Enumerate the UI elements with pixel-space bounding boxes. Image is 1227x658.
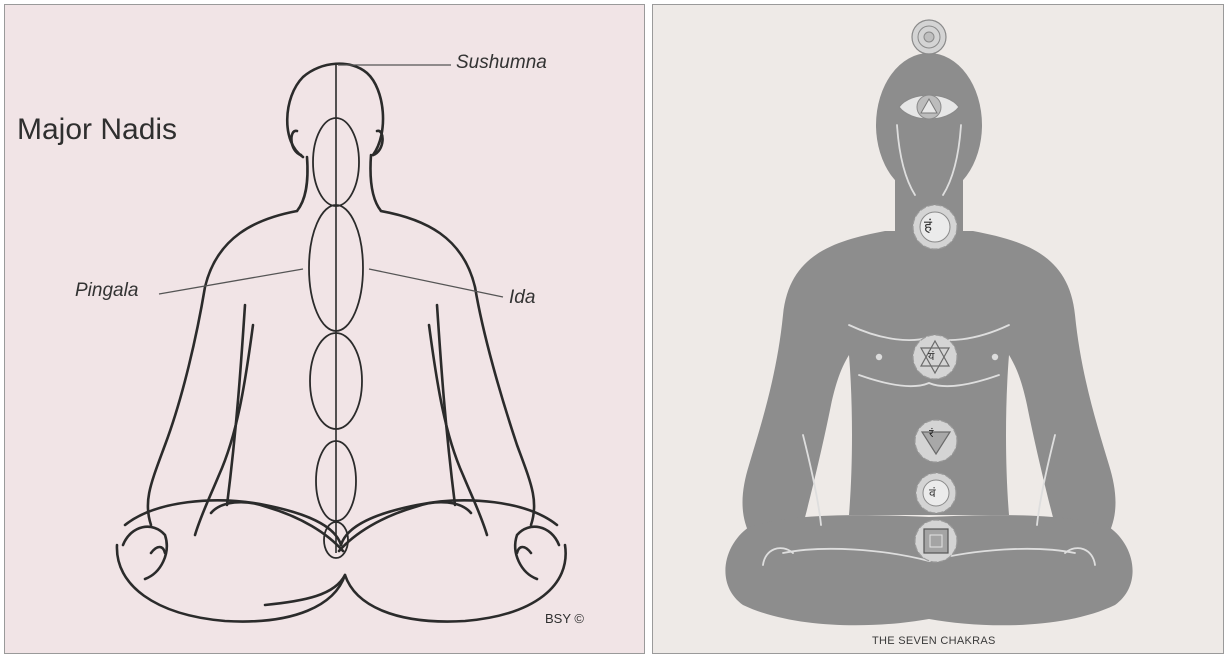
anahata-glyph: यं xyxy=(928,349,934,364)
svadhisthana-glyph: वं xyxy=(929,484,936,501)
copyright-credit: BSY © xyxy=(545,611,584,626)
manipura-chakra xyxy=(915,420,957,462)
manipura-glyph: रं xyxy=(929,426,934,441)
ida-label: Ida xyxy=(509,287,535,309)
major-nadis-panel: Major Nadis Sushumna Pingala Ida BSY © xyxy=(4,4,645,654)
chakras-figure-drawing xyxy=(653,5,1224,654)
vishuddha-glyph: हं xyxy=(924,216,932,236)
right-nipple xyxy=(992,354,998,360)
crown-chakra xyxy=(912,20,946,54)
pingala-label: Pingala xyxy=(75,280,138,302)
ida-leader xyxy=(369,269,503,297)
anahata-chakra xyxy=(913,335,957,379)
vishuddha-chakra xyxy=(913,205,957,249)
svadhisthana-chakra xyxy=(916,473,956,513)
pingala-leader xyxy=(159,269,303,294)
chakras-caption: THE SEVEN CHAKRAS xyxy=(872,635,996,647)
seated-figure-outline xyxy=(117,64,566,622)
muladhara-chakra xyxy=(915,520,957,562)
nadis-figure-drawing xyxy=(5,5,645,654)
seven-chakras-panel: हं यं रं वं THE SEVEN CHAKRAS xyxy=(652,4,1224,654)
sushumna-label: Sushumna xyxy=(456,52,547,74)
page-title: Major Nadis xyxy=(17,113,177,147)
left-nipple xyxy=(876,354,882,360)
label-leader-lines xyxy=(159,65,503,297)
